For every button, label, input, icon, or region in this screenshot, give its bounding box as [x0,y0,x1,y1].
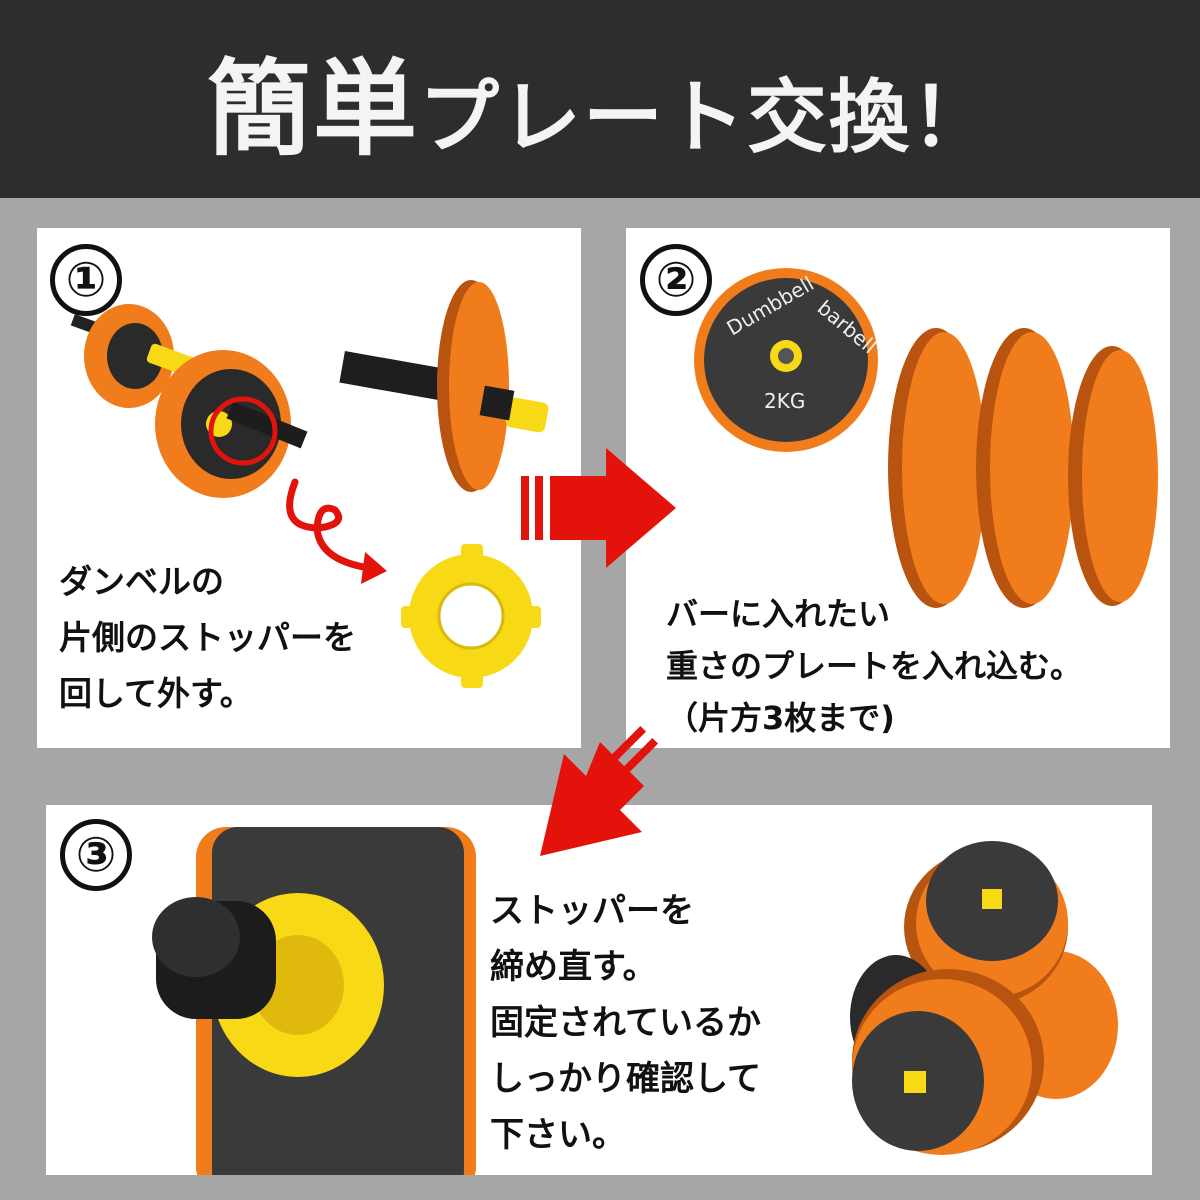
step-2-illustration: Dumbbell barbell 2KG [694,268,1158,608]
page-title: 簡単 プレート交換！ [207,24,993,175]
dumbbell-disassembled-image [70,304,308,498]
step-3-panel: ③ ストッパーを 締め直す。 固定されているか しっかり確認して 下さい。 [46,805,1152,1175]
step-1-panel: ① [37,228,581,748]
plates-on-bar-image [888,328,1158,608]
step-3-illustration [152,827,1118,1175]
stopper-closeup-image [152,827,476,1175]
single-plate-image [339,280,549,492]
step-1-illustration [70,280,549,688]
stopper-ring-image [401,544,541,688]
step-3-number: ③ [60,819,132,891]
step-2-number: ② [640,244,712,316]
plate-face-image: Dumbbell barbell 2KG [694,268,881,452]
step-1-number: ① [50,244,122,316]
title-rest: プレート交換！ [419,70,993,164]
plate-weight: 2KG [764,389,805,413]
title-emphasis: 簡単 [206,47,419,170]
step-3-text: ストッパーを 締め直す。 固定されているか しっかり確認して 下さい。 [490,891,761,1155]
assembled-dumbbells-image [850,841,1118,1155]
step-1-text: ダンベルの 片側のストッパーを 回して外す。 [59,562,356,713]
step-2-panel: ② Dumbbell barbell 2KG バーに入れたい 重さのプレートを入… [626,228,1170,748]
header-banner: 簡単 プレート交換！ [0,0,1200,198]
step-2-text: バーに入れたい 重さのプレートを入れ込む。 （片方3枚まで) [666,595,1083,737]
curved-arrow-icon [286,478,373,572]
